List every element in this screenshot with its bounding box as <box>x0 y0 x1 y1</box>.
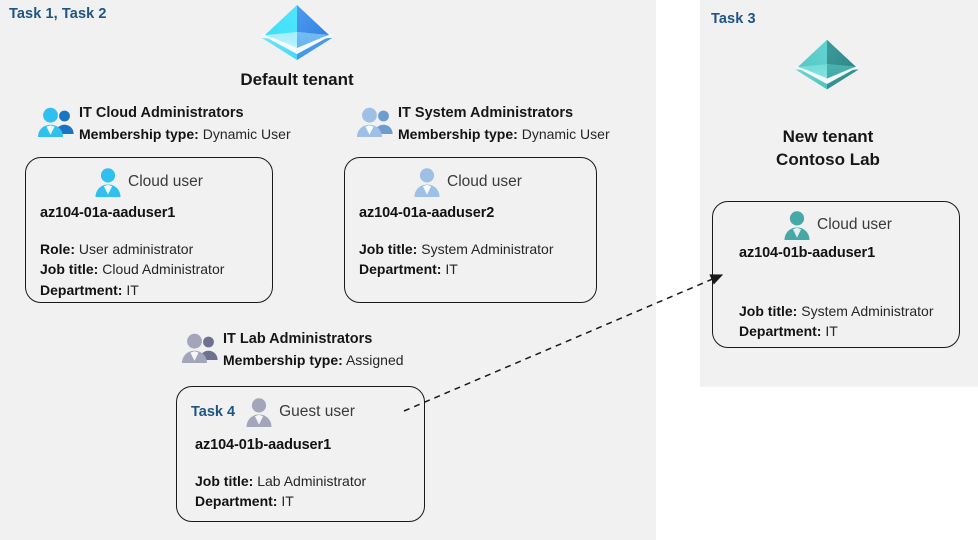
card-prop-row: Role: User administrator <box>40 239 224 259</box>
new-tenant-title-line-1: New tenant <box>782 127 874 146</box>
card-prop-value: User administrator <box>78 241 194 257</box>
cloud-user-icon-aaduser2-a <box>413 167 441 197</box>
group-users-icon-lab-admins <box>181 332 219 366</box>
card-head-aaduser1-b-cloud: Cloud user <box>783 210 892 240</box>
user-card-aaduser2-a[interactable]: Cloud user az104-01a-aaduser2 Job title:… <box>344 157 597 303</box>
card-prop-key: Job title: <box>739 303 798 319</box>
user-card-aaduser1-b-cloud[interactable]: Cloud user az104-01b-aaduser1 Job title:… <box>712 201 960 348</box>
card-head-aaduser2-a: Cloud user <box>413 167 522 197</box>
default-tenant-panel <box>0 0 656 540</box>
group-text-system-admins: IT System Administrators Membership type… <box>398 104 610 144</box>
user-card-aaduser1-a[interactable]: Cloud user az104-01a-aaduser1 Role: User… <box>25 157 273 303</box>
card-prop-value: IT <box>445 261 458 278</box>
card-prop-value: IT <box>825 323 838 340</box>
cloud-user-icon-aaduser1-a <box>94 167 122 197</box>
group-meta-lab-admins: Membership type: Assigned <box>223 350 404 370</box>
card-prop-row: Job title: Cloud Administrator <box>40 259 224 279</box>
card-prop-row: Job title: System Administrator <box>359 239 554 259</box>
default-tenant-title: Default tenant <box>176 69 418 92</box>
card-prop-key: Job title: <box>359 241 418 257</box>
default-tenant-title-line-1: Default tenant <box>240 70 354 89</box>
card-head-aaduser1-a: Cloud user <box>94 167 203 197</box>
card-prop-key: Job title: <box>40 261 99 278</box>
group-users-icon-cloud-admins <box>37 106 75 140</box>
card-prop-key: Department: <box>739 323 822 340</box>
card-props-aaduser1-b-guest: Job title: Lab Administrator Department:… <box>195 471 366 512</box>
card-prop-row: Department: IT <box>195 491 366 511</box>
azure-ad-tenant-icon-new <box>790 34 864 96</box>
group-meta-label-system-admins: Membership type: <box>398 125 518 142</box>
card-prop-row: Job title: System Administrator <box>739 301 934 321</box>
task-tag-inline-task4: Task 4 <box>191 404 236 420</box>
card-usertype-aaduser2-a: Cloud user <box>447 173 522 190</box>
card-prop-key: Department: <box>40 281 123 298</box>
group-name-lab-admins: IT Lab Administrators <box>223 331 373 347</box>
card-usertype-aaduser1-a: Cloud user <box>128 173 203 190</box>
card-prop-value: Lab Administrator <box>257 473 367 489</box>
card-prop-row: Job title: Lab Administrator <box>195 471 366 491</box>
card-prop-key: Job title: <box>195 473 254 489</box>
group-meta-value-cloud-admins: Dynamic User <box>202 125 291 142</box>
card-prop-value: IT <box>126 281 139 298</box>
group-meta-value-system-admins: Dynamic User <box>521 125 610 142</box>
card-prop-row: Department: IT <box>359 259 554 279</box>
group-text-cloud-admins: IT Cloud Administrators Membership type:… <box>79 104 291 144</box>
new-tenant-title-line-2: Contoso Lab <box>776 149 880 169</box>
new-tenant-title: New tenant Contoso Lab <box>706 126 950 172</box>
card-upn-aaduser1-b-cloud: az104-01b-aaduser1 <box>739 245 876 261</box>
group-meta-system-admins: Membership type: Dynamic User <box>398 124 610 144</box>
card-prop-value: System Administrator <box>421 241 554 257</box>
group-meta-cloud-admins: Membership type: Dynamic User <box>79 124 291 144</box>
group-text-lab-admins: IT Lab Administrators Membership type: A… <box>223 330 404 370</box>
card-prop-key: Department: <box>195 493 278 510</box>
group-name-cloud-admins: IT Cloud Administrators <box>79 105 244 121</box>
card-prop-value: System Administrator <box>801 303 934 319</box>
azure-ad-tenant-icon-default <box>256 2 338 64</box>
user-card-aaduser1-b-guest[interactable]: Task 4 Guest user az104-01b-aaduser1 Job… <box>176 386 425 522</box>
card-upn-aaduser2-a: az104-01a-aaduser2 <box>359 205 495 221</box>
card-upn-aaduser1-a: az104-01a-aaduser1 <box>40 205 176 221</box>
card-head-aaduser1-b-guest: Task 4 Guest user <box>191 397 355 427</box>
task-tag-left: Task 1, Task 2 <box>9 6 107 22</box>
card-prop-key: Department: <box>359 261 442 278</box>
group-meta-label-cloud-admins: Membership type: <box>79 125 199 142</box>
card-usertype-aaduser1-b-cloud: Cloud user <box>817 216 892 233</box>
card-prop-row: Department: IT <box>739 321 934 341</box>
card-props-aaduser2-a: Job title: System Administrator Departme… <box>359 239 554 280</box>
guest-user-icon-aaduser1-b <box>245 397 273 427</box>
group-users-icon-system-admins <box>356 106 394 140</box>
card-prop-row: Department: IT <box>40 280 224 300</box>
card-props-aaduser1-b-cloud: Job title: System Administrator Departme… <box>739 301 934 342</box>
task-tag-right: Task 3 <box>711 11 756 27</box>
card-prop-value: IT <box>281 493 294 510</box>
card-upn-aaduser1-b-guest: az104-01b-aaduser1 <box>195 437 332 453</box>
card-props-aaduser1-a: Role: User administrator Job title: Clou… <box>40 239 224 300</box>
card-prop-value: Cloud Administrator <box>102 261 225 278</box>
group-name-system-admins: IT System Administrators <box>398 105 574 121</box>
group-meta-value-lab-admins: Assigned <box>345 351 404 368</box>
cloud-user-icon-aaduser1-b <box>783 210 811 240</box>
group-meta-label-lab-admins: Membership type: <box>223 351 343 368</box>
card-usertype-aaduser1-b-guest: Guest user <box>279 403 355 420</box>
card-prop-key: Role: <box>40 241 75 257</box>
